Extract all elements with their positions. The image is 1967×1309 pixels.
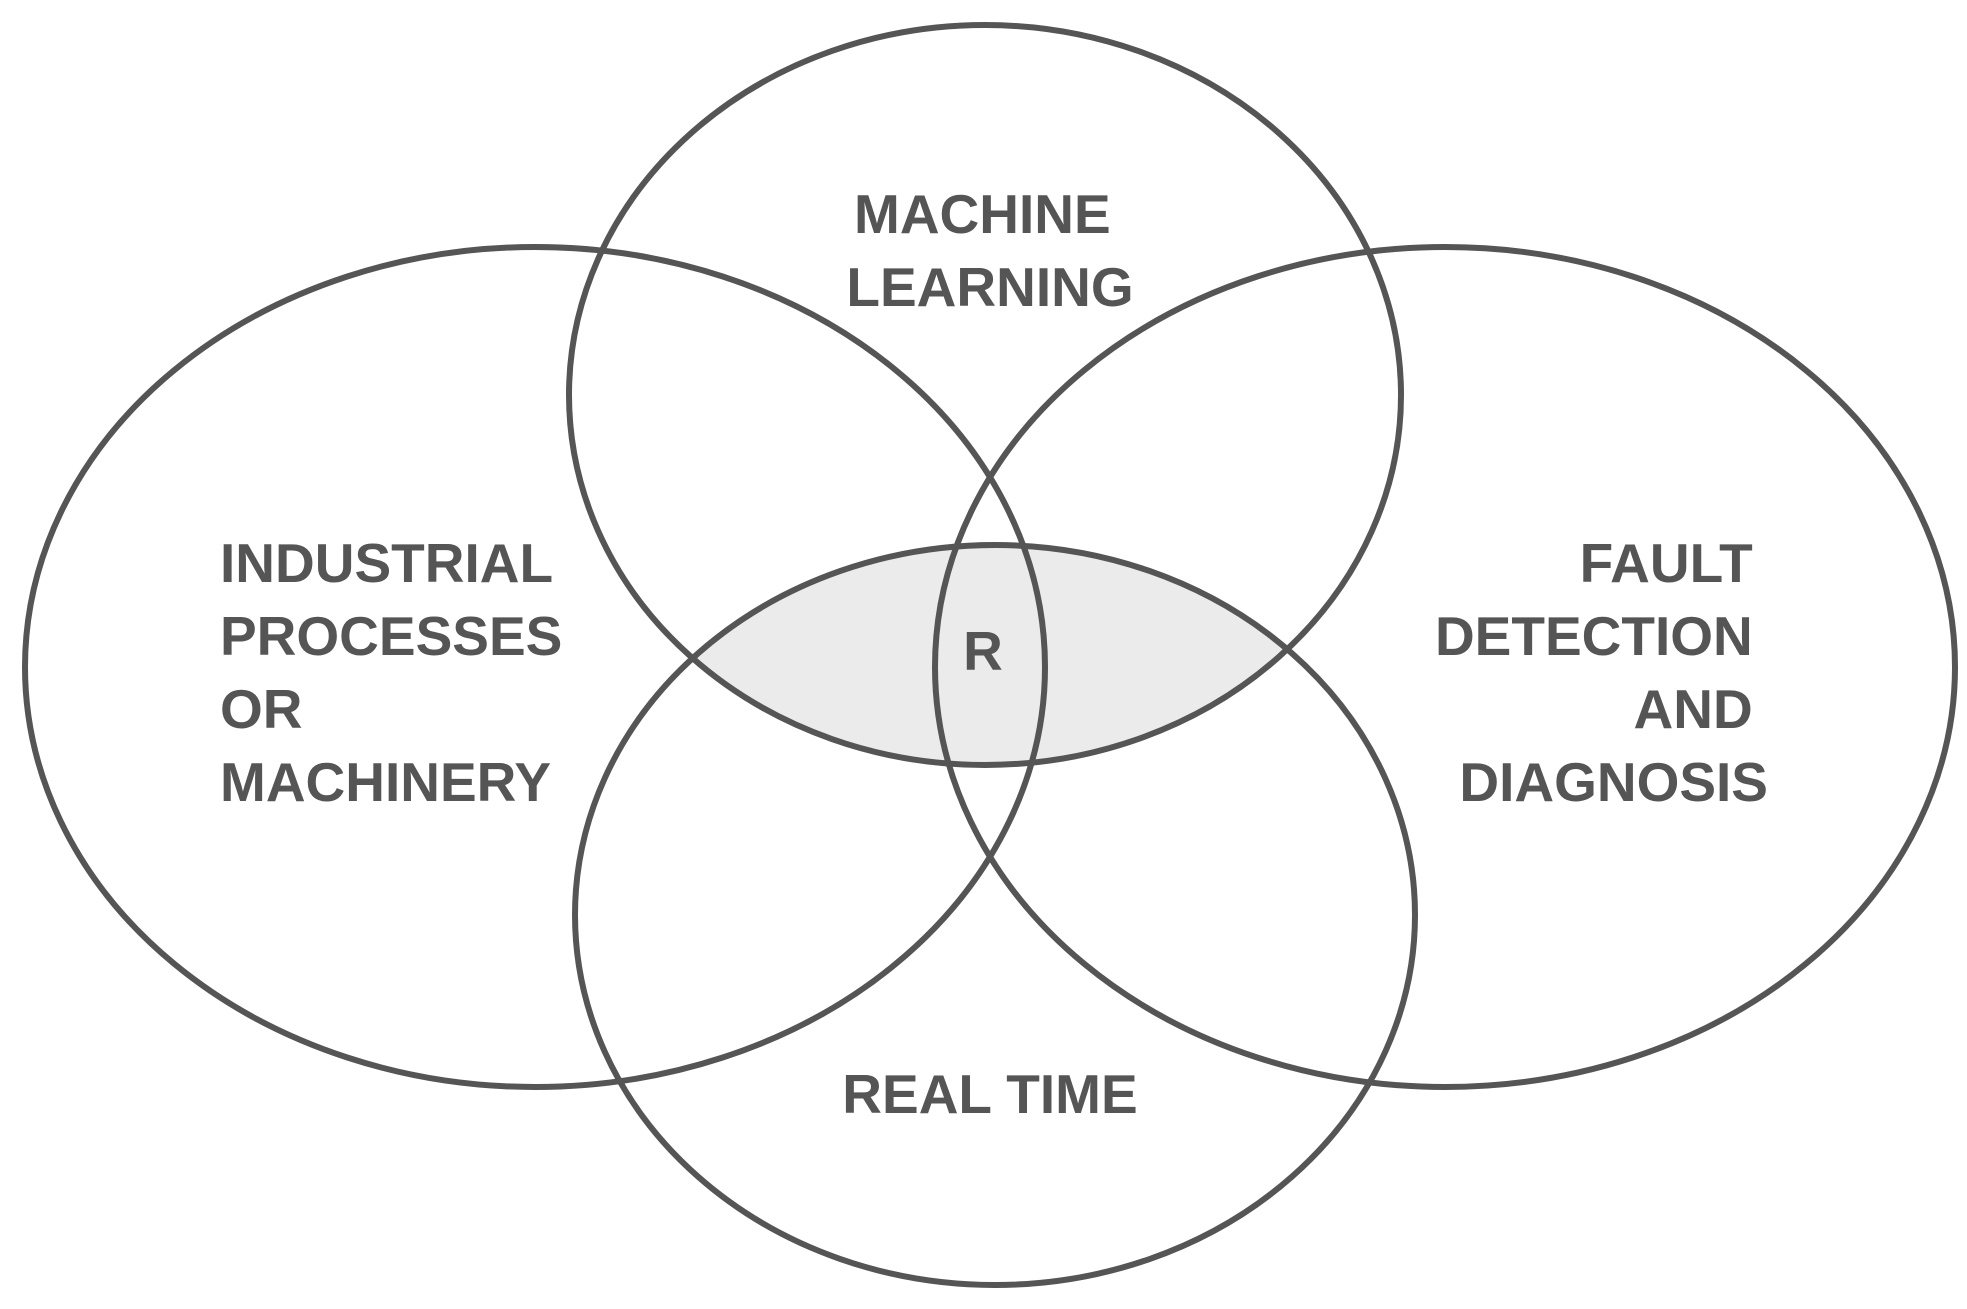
intersection-label-r: R [963, 620, 1003, 682]
fault-detection-label: FAULT DETECTION AND DIAGNOSIS [1435, 532, 1768, 813]
real-time-ellipse [572, 542, 1418, 1288]
real-time-label: REAL TIME [842, 1063, 1137, 1125]
fault-detection-ellipse [932, 244, 1958, 1090]
machine-learning-ellipse [566, 22, 1404, 768]
industrial-processes-ellipse [22, 244, 1048, 1090]
machine-learning-label: MACHINE LEARNING [846, 183, 1133, 318]
industrial-processes-label: INDUSTRIAL PROCESSES OR MACHINERY [220, 532, 578, 813]
